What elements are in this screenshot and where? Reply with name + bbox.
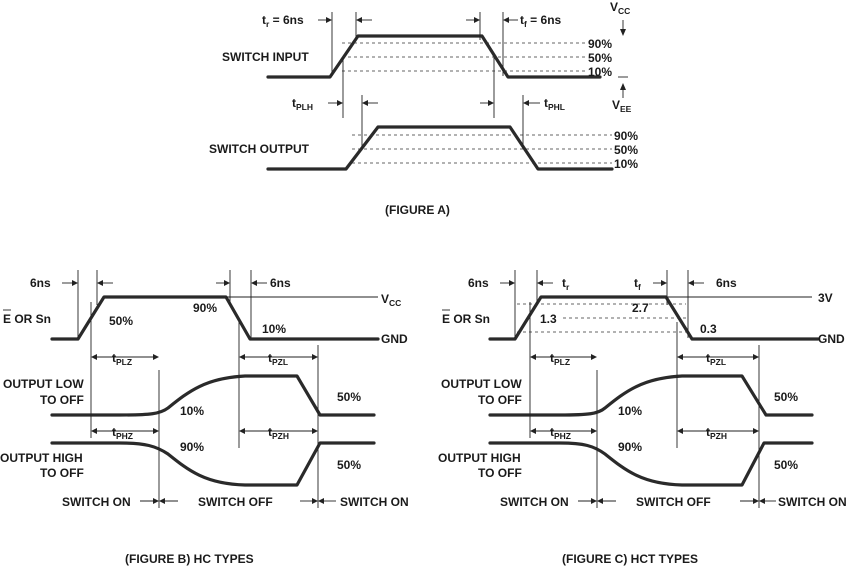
c-output-low-label-1: OUTPUT LOW <box>441 377 522 391</box>
switch-input-waveform <box>266 34 602 79</box>
c-03-label: 0.3 <box>700 322 717 336</box>
b-6ns-right: 6ns <box>270 276 291 290</box>
b-10-label: 10% <box>262 322 286 336</box>
b-gnd-label: GND <box>381 332 408 346</box>
tf-label: tf = 6ns <box>520 13 562 29</box>
b-tpzh-label: tPZH <box>268 425 289 441</box>
c-high-50-label: 50% <box>774 458 798 472</box>
c-output-high-label-1: OUTPUT HIGH <box>438 451 521 465</box>
input-90-label: 90% <box>588 37 612 51</box>
figure-a: tr = 6ns tf = 6ns VCC VEE SWITCH INPUT S… <box>209 0 638 217</box>
b-tplz-label: tPLZ <box>112 351 132 367</box>
c-switch-on-left: SWITCH ON <box>500 495 569 509</box>
b-high-50-label: 50% <box>337 458 361 472</box>
b-output-high-waveform <box>50 441 376 487</box>
switch-output-waveform <box>266 125 614 171</box>
tr-label: tr = 6ns <box>262 13 304 29</box>
figure-c: 6ns tr tf 6ns E OR Sn 1.3 2.7 0.3 3V GND… <box>438 270 847 566</box>
c-tr-label: tr <box>562 276 570 292</box>
c-output-low-label-2: TO OFF <box>478 393 522 407</box>
tphl-label: tPHL <box>544 96 565 112</box>
c-6ns-right: 6ns <box>716 276 737 290</box>
c-gnd-label: GND <box>818 332 845 346</box>
b-enable-waveform <box>50 295 380 341</box>
c-6ns-left: 6ns <box>468 276 489 290</box>
b-switch-on-left: SWITCH ON <box>62 495 131 509</box>
output-50-label: 50% <box>614 143 638 157</box>
b-50-label: 50% <box>109 314 133 328</box>
vee-label: VEE <box>612 98 632 114</box>
output-10-label: 10% <box>614 157 638 171</box>
b-output-low-waveform <box>50 374 376 417</box>
c-27-label: 2.7 <box>632 301 649 315</box>
c-high-90-label: 90% <box>618 440 642 454</box>
c-tpzl-label: tPZL <box>706 351 726 367</box>
b-low-10-label: 10% <box>180 404 204 418</box>
c-tphz-label: tPHZ <box>550 425 571 441</box>
c-output-high-label-2: TO OFF <box>478 466 522 480</box>
b-e-or-sn-label: E OR Sn <box>3 312 51 326</box>
c-low-10-label: 10% <box>618 404 642 418</box>
figure-c-caption: (FIGURE C) HCT TYPES <box>562 552 698 566</box>
c-switch-off: SWITCH OFF <box>636 495 711 509</box>
c-e-or-sn-label: E OR Sn <box>442 312 490 326</box>
b-vcc-label: VCC <box>381 292 401 308</box>
b-switch-off: SWITCH OFF <box>198 495 273 509</box>
b-output-low-label-2: TO OFF <box>40 393 84 407</box>
c-tplz-label: tPLZ <box>550 351 570 367</box>
c-13-label: 1.3 <box>540 312 557 326</box>
c-enable-waveform <box>488 295 820 341</box>
c-tpzh-label: tPZH <box>706 425 727 441</box>
c-low-50-label: 50% <box>774 390 798 404</box>
vcc-label: VCC <box>610 0 630 16</box>
b-90-label: 90% <box>193 301 217 315</box>
b-low-50-label: 50% <box>337 390 361 404</box>
switch-input-label: SWITCH INPUT <box>222 50 309 64</box>
b-output-low-label-1: OUTPUT LOW <box>3 377 84 391</box>
c-output-low-waveform <box>488 374 814 417</box>
b-6ns-left: 6ns <box>30 276 51 290</box>
c-output-high-waveform <box>488 441 814 487</box>
figure-a-caption: (FIGURE A) <box>385 203 450 217</box>
figure-b-caption: (FIGURE B) HC TYPES <box>125 552 254 566</box>
switch-output-label: SWITCH OUTPUT <box>209 142 310 156</box>
b-tphz-label: tPHZ <box>112 425 133 441</box>
output-90-label: 90% <box>614 129 638 143</box>
figure-b: 6ns 6ns E OR Sn 50% 90% 10% VCC GND tPLZ… <box>0 270 409 566</box>
c-3v-label: 3V <box>818 291 833 305</box>
c-tf-label: tf <box>634 276 641 292</box>
b-high-90-label: 90% <box>180 440 204 454</box>
input-50-label: 50% <box>588 51 612 65</box>
b-tpzl-label: tPZL <box>268 351 288 367</box>
input-10-label: 10% <box>588 65 612 79</box>
tplh-label: tPLH <box>292 96 313 112</box>
b-output-high-label-2: TO OFF <box>40 466 84 480</box>
b-switch-on-right: SWITCH ON <box>340 495 409 509</box>
b-output-high-label-1: OUTPUT HIGH <box>0 451 83 465</box>
c-switch-on-right: SWITCH ON <box>778 495 847 509</box>
